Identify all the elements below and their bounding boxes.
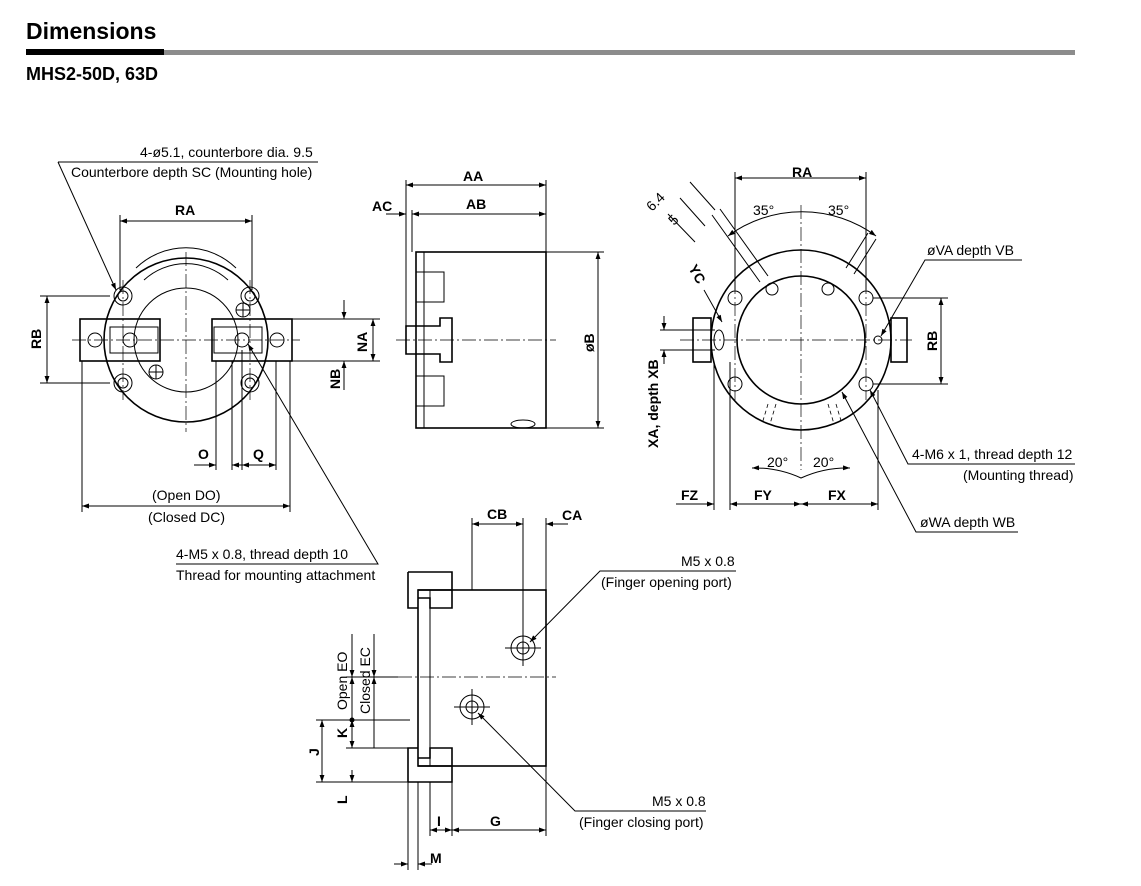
- open-eo-label: Open EO: [334, 652, 350, 710]
- page-title: Dimensions: [26, 18, 157, 44]
- counterbore-note: Counterbore depth SC (Mounting hole): [71, 164, 312, 180]
- dim-q: Q: [253, 446, 264, 462]
- dim-xa-xb: XA, depth XB: [645, 359, 661, 448]
- dim-yc: YC: [685, 262, 709, 287]
- angle-20-left: 20°: [767, 454, 788, 470]
- mounting-thread-note: 4-M6 x 1, thread depth 12: [912, 446, 1073, 462]
- dim-ra: RA: [175, 202, 195, 218]
- mounting-thread-desc: (Mounting thread): [963, 467, 1074, 483]
- dim-b: øB: [581, 333, 597, 352]
- mounting-hole-note: 4-ø5.1, counterbore dia. 9.5: [140, 144, 313, 160]
- dim-g: G: [490, 813, 501, 829]
- dim-rb: RB: [28, 329, 44, 349]
- dim-fx: FX: [828, 487, 847, 503]
- title-rule-dark: [26, 49, 164, 55]
- bottom-view: CB CA G I M Open EO Closed EC J K L M5 x…: [306, 506, 736, 870]
- front-view: RA RB NA NB O Q (Open DO) (Closed DC) 4-…: [28, 144, 380, 583]
- side-view: AA AB AC øB: [372, 168, 604, 429]
- title-rule-gray: [164, 50, 1075, 55]
- opening-port-thread: M5 x 0.8: [681, 553, 735, 569]
- dim-fy: FY: [754, 487, 773, 503]
- mounting-hole: [113, 286, 260, 393]
- dim-cb: CB: [487, 506, 507, 522]
- closing-port-label: (Finger closing port): [579, 814, 704, 830]
- rear-view: RA RB 35° 35° 6.4 5 YC XA, depth XB 20° …: [643, 164, 1075, 533]
- dim-m: M: [430, 850, 442, 866]
- mounting-thread-hole: [727, 290, 874, 392]
- wa-depth-note: øWA depth WB: [920, 514, 1015, 530]
- dim-o: O: [198, 446, 209, 462]
- opening-port-label: (Finger opening port): [601, 574, 732, 590]
- closing-port-thread: M5 x 0.8: [652, 793, 706, 809]
- rear-dim-rb: RB: [924, 331, 940, 351]
- dim-i: I: [437, 813, 441, 829]
- model-subtitle: MHS2-50D, 63D: [26, 64, 159, 84]
- dim-fz: FZ: [681, 487, 699, 503]
- dim-ab: AB: [466, 196, 486, 212]
- dim-6-4: 6.4: [643, 189, 668, 214]
- dim-nb: NB: [327, 369, 343, 389]
- open-do-label: (Open DO): [152, 487, 220, 503]
- angle-35-left: 35°: [753, 202, 774, 218]
- dim-na: NA: [354, 332, 370, 352]
- closed-dc-label: (Closed DC): [148, 509, 225, 525]
- rear-dim-ra: RA: [792, 164, 812, 180]
- closed-ec-label: Closed EC: [357, 647, 373, 714]
- dim-j: J: [306, 748, 322, 756]
- finger-closing-port: [454, 689, 490, 725]
- attachment-thread-desc: Thread for mounting attachment: [176, 567, 375, 583]
- dim-l: L: [334, 795, 350, 804]
- angle-20-right: 20°: [813, 454, 834, 470]
- dim-ca: CA: [562, 507, 582, 523]
- va-depth-note: øVA depth VB: [927, 242, 1014, 258]
- attachment-thread-note: 4-M5 x 0.8, thread depth 10: [176, 546, 348, 562]
- dim-aa: AA: [463, 168, 483, 184]
- dim-ac: AC: [372, 198, 392, 214]
- angle-35-right: 35°: [828, 202, 849, 218]
- dim-k: K: [334, 728, 350, 738]
